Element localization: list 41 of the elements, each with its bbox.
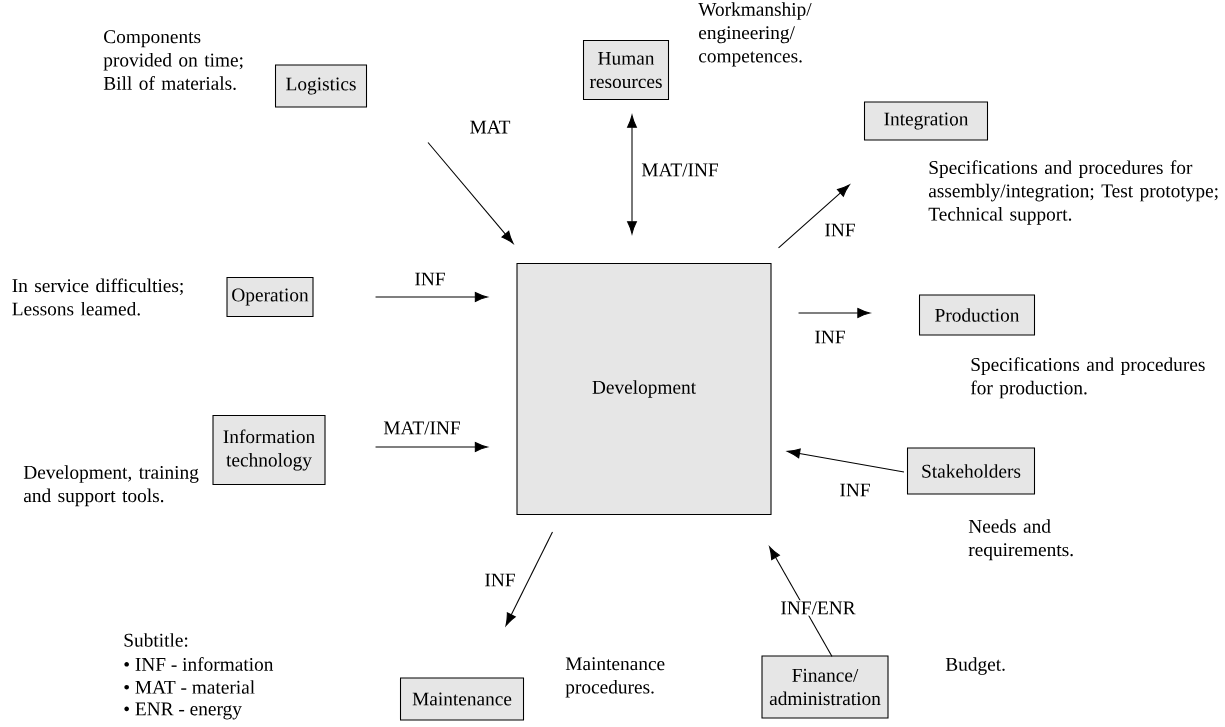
process-box: Stakeholders bbox=[906, 447, 1036, 495]
process-box: Production bbox=[918, 294, 1036, 336]
edge-label: INF/ENR bbox=[779, 600, 857, 616]
arrow bbox=[798, 308, 871, 318]
process-box: Finance/ administration bbox=[761, 655, 889, 719]
edge-label: INF bbox=[413, 271, 447, 287]
arrow bbox=[375, 442, 488, 452]
arrow bbox=[505, 531, 553, 626]
edge-label: INF bbox=[823, 222, 857, 238]
edge-label: INF bbox=[838, 482, 872, 498]
process-box: Logistics bbox=[274, 64, 368, 108]
annotation-text: Workmanship/ engineering/ competences. bbox=[698, 2, 812, 67]
process-box: Human resources bbox=[582, 39, 670, 101]
edge-label: MAT/INF bbox=[640, 162, 720, 178]
annotation-text: Budget. bbox=[945, 657, 1005, 675]
process-box: Information technology bbox=[212, 414, 326, 486]
arrow bbox=[375, 292, 488, 302]
arrow bbox=[787, 448, 905, 473]
process-box: Maintenance bbox=[399, 677, 525, 721]
annotation-text: Maintenance procedures. bbox=[565, 657, 665, 698]
process-box: Operation bbox=[226, 276, 314, 318]
edge-label: INF bbox=[483, 572, 517, 588]
legend-text: • ENR - energy bbox=[124, 702, 242, 720]
annotation-text: Needs and requirements. bbox=[968, 519, 1073, 561]
annotation-text: In service difficulties; Lessons leamed. bbox=[12, 278, 183, 316]
edge-label: MAT/INF bbox=[382, 420, 462, 436]
process-box: Development bbox=[516, 262, 772, 516]
edge-label: INF bbox=[813, 329, 847, 345]
arrow bbox=[778, 184, 850, 249]
process-box: Integration bbox=[863, 101, 989, 141]
legend-text: • INF - information bbox=[124, 657, 274, 671]
arrow bbox=[769, 546, 833, 657]
annotation-text: Components provided on time; Bill of materials. bbox=[103, 30, 243, 90]
annotation-text: Specifications and procedures for assembly/integration; Test prototype; Technical support. bbox=[928, 160, 1218, 225]
annotation-text: Development, training and support tools. bbox=[23, 465, 199, 507]
arrow bbox=[627, 114, 637, 235]
arrow bbox=[427, 142, 514, 244]
edge-label: MAT bbox=[468, 119, 512, 135]
annotation-text: Specifications and procedures for production. bbox=[970, 357, 1205, 399]
legend-text: Subtitle: bbox=[124, 633, 188, 647]
legend-text: • MAT - material bbox=[124, 680, 255, 694]
